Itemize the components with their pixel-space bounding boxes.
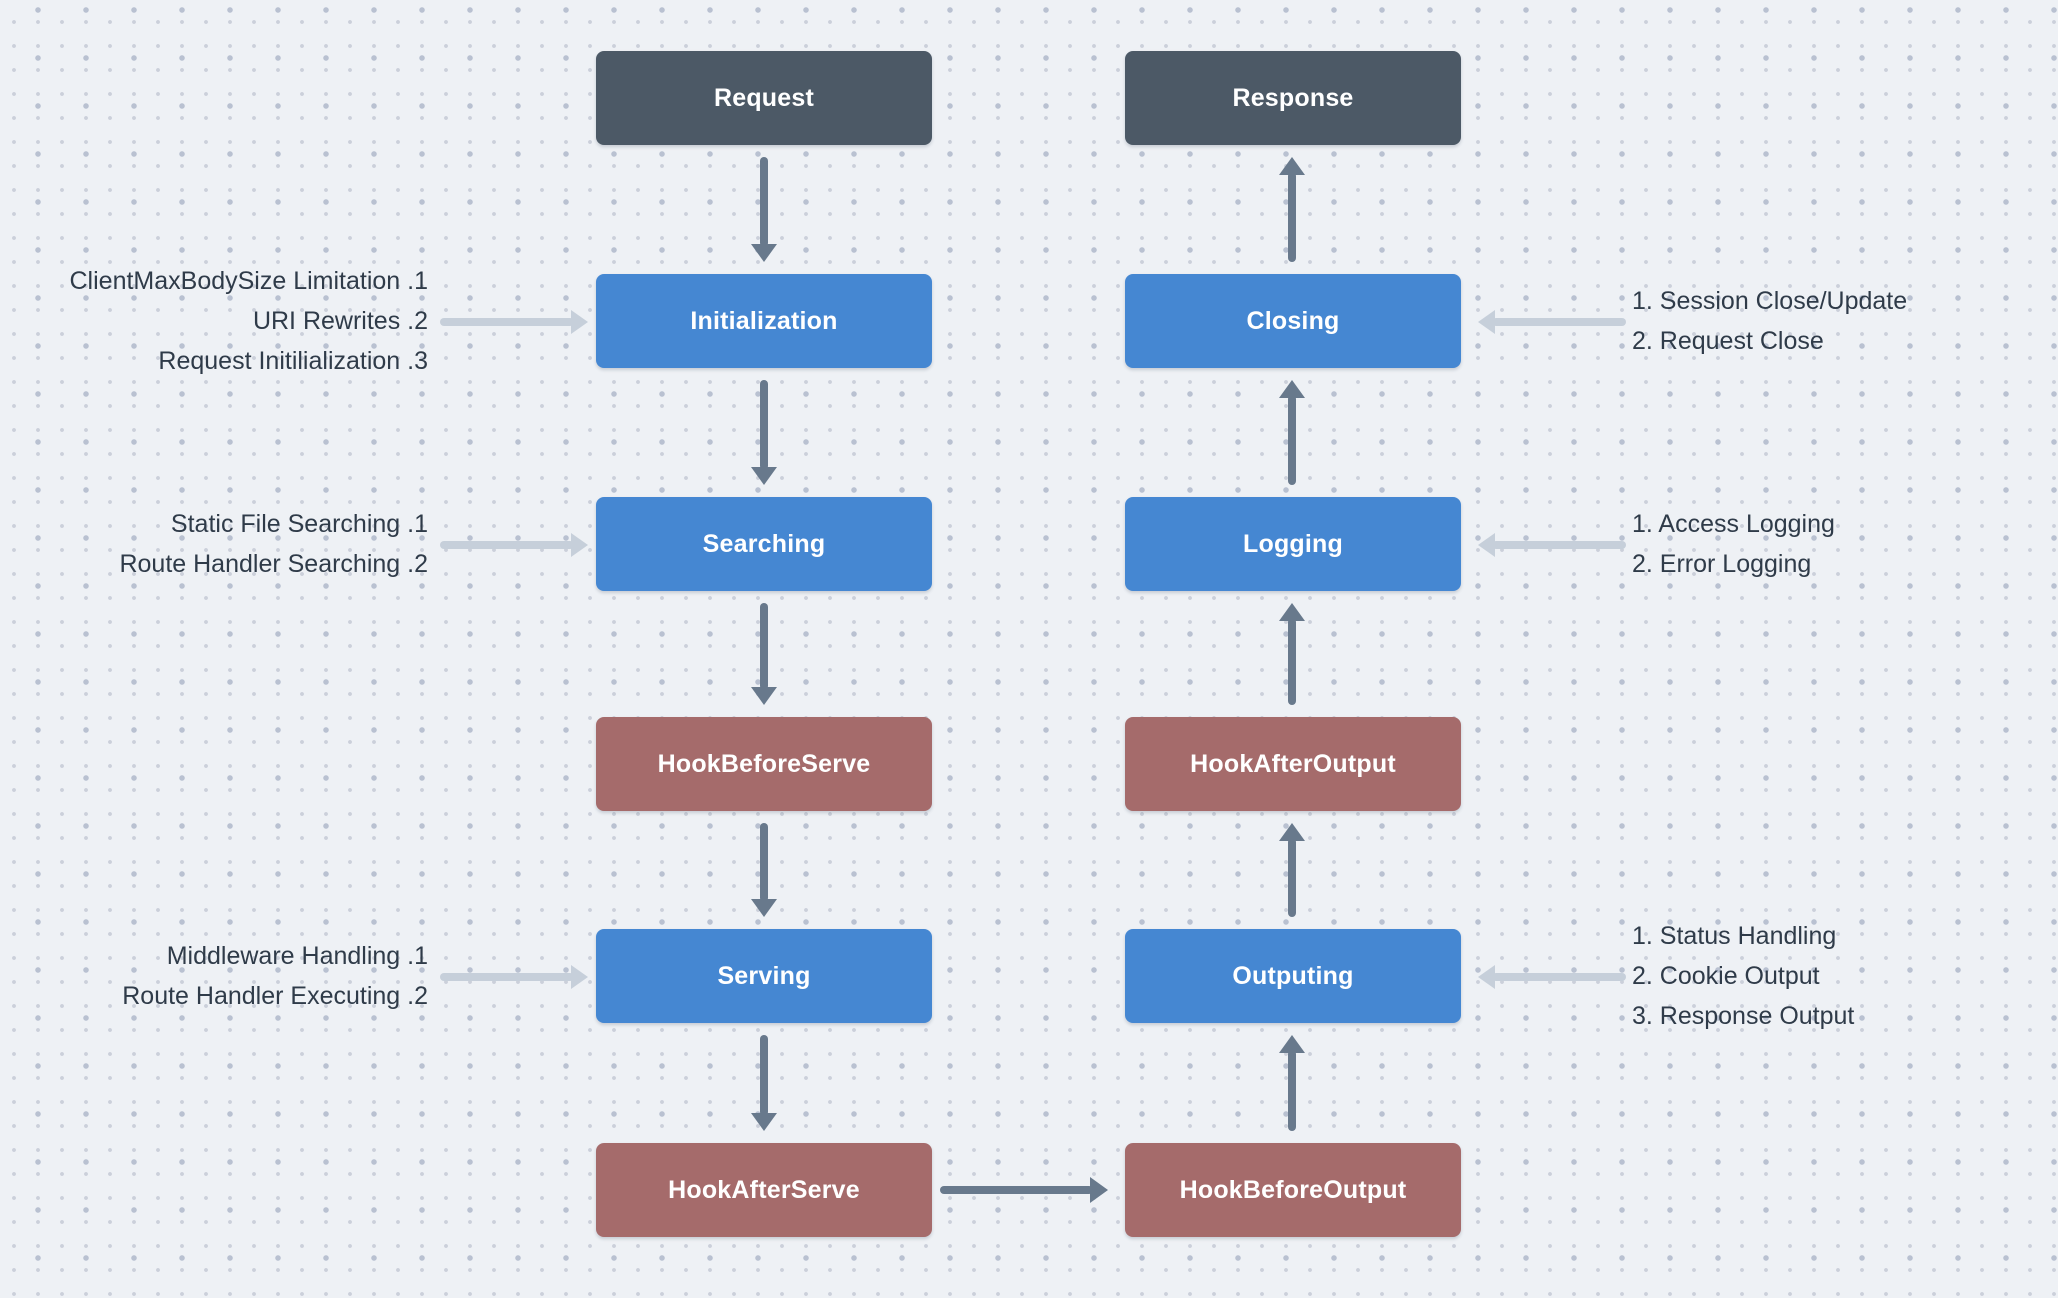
arrow-up-icon: [1279, 603, 1305, 705]
node-closing: Closing: [1125, 274, 1461, 368]
annotation-serving-steps: Middleware Handling .1 Route Handler Exe…: [0, 936, 428, 1016]
annotation-arrow-left-icon: [1478, 532, 1626, 558]
annotation-outputing-steps: 1. Status Handling 2. Cookie Output 3. R…: [1632, 916, 1854, 1036]
arrow-up-icon: [1279, 380, 1305, 485]
annotation-line: 2. Request Close: [1632, 327, 1824, 355]
annotation-searching-steps: Static File Searching .1 Route Handler S…: [0, 504, 428, 584]
annotation-arrow-right-icon: [440, 532, 588, 558]
annotation-arrow-left-icon: [1478, 964, 1626, 990]
annotation-arrow-right-icon: [440, 964, 588, 990]
annotation-line: 1. Access Logging: [1632, 510, 1835, 538]
node-serving: Serving: [596, 929, 932, 1023]
arrow-up-icon: [1279, 823, 1305, 917]
node-hookbeforeoutput: HookBeforeOutput: [1125, 1143, 1461, 1237]
arrow-right-icon: [940, 1177, 1108, 1203]
arrow-down-icon: [751, 1035, 777, 1131]
annotation-line: ClientMaxBodySize Limitation .1: [69, 267, 429, 295]
node-initialization: Initialization: [596, 274, 932, 368]
arrow-up-icon: [1279, 1035, 1305, 1131]
node-logging: Logging: [1125, 497, 1461, 591]
annotation-initialization-steps: ClientMaxBodySize Limitation .1 URI Rewr…: [0, 261, 429, 381]
arrow-down-icon: [751, 603, 777, 705]
node-hookafteroutput: HookAfterOutput: [1125, 717, 1461, 811]
annotation-line: 2. Cookie Output: [1632, 962, 1820, 990]
annotation-line: Route Handler Searching .2: [119, 550, 428, 578]
node-request: Request: [596, 51, 932, 145]
arrow-down-icon: [751, 380, 777, 485]
annotation-line: Middleware Handling .1: [166, 942, 428, 970]
annotation-line: Request Initilialization .3: [158, 347, 428, 375]
annotation-line: 3. Response Output: [1632, 1002, 1855, 1030]
annotation-logging-steps: 1. Access Logging 2. Error Logging: [1632, 504, 1835, 584]
annotation-arrow-left-icon: [1478, 309, 1626, 335]
annotation-closing-steps: 1. Session Close/Update 2. Request Close: [1632, 281, 1907, 361]
node-hookafterserve: HookAfterServe: [596, 1143, 932, 1237]
annotation-line: URI Rewrites .2: [252, 307, 428, 335]
annotation-line: 2. Error Logging: [1632, 550, 1812, 578]
annotation-arrow-right-icon: [440, 309, 588, 335]
annotation-line: Static File Searching .1: [170, 510, 428, 538]
node-searching: Searching: [596, 497, 932, 591]
arrow-down-icon: [751, 157, 777, 262]
node-response: Response: [1125, 51, 1461, 145]
annotation-line: 1. Session Close/Update: [1632, 287, 1908, 315]
annotation-line: 1. Status Handling: [1632, 922, 1837, 950]
arrow-up-icon: [1279, 157, 1305, 262]
arrow-down-icon: [751, 823, 777, 917]
node-hookbeforeserve: HookBeforeServe: [596, 717, 932, 811]
node-outputing: Outputing: [1125, 929, 1461, 1023]
annotation-line: Route Handler Executing .2: [122, 982, 428, 1010]
